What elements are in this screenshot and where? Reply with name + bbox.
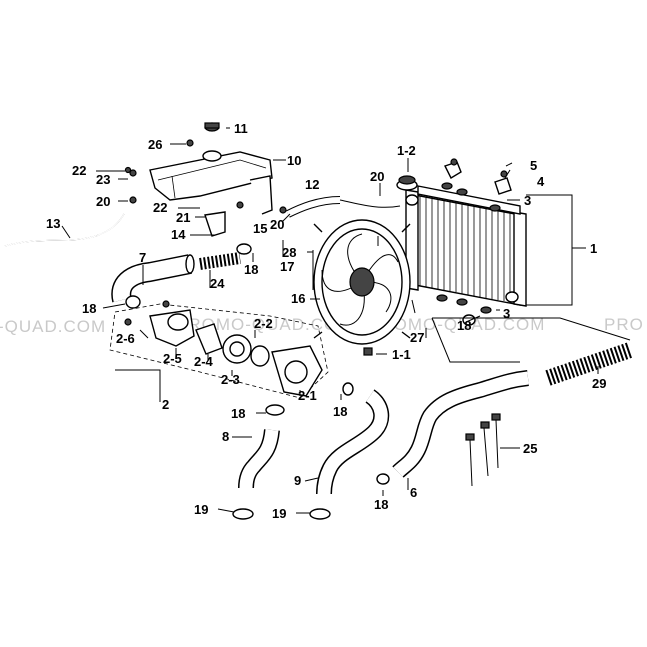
callout-15: 15: [253, 221, 267, 236]
callout-18-c: 18: [231, 406, 245, 421]
callout-labels: 1 1-1 1-2 2 2-1 2-2 2-3 2-4 2-5 2-6 3 3 …: [46, 121, 606, 521]
callout-16: 16: [291, 291, 305, 306]
radiator-cap: [396, 175, 418, 191]
callout-18-f: 18: [374, 497, 388, 512]
callout-4: 4: [537, 174, 545, 189]
callout-27: 27: [410, 330, 424, 345]
reservoir-bracket: [124, 139, 287, 237]
callout-20-c: 20: [370, 169, 384, 184]
callout-17: 17: [280, 259, 294, 274]
callout-23: 23: [96, 172, 110, 187]
hose-9: [316, 389, 390, 495]
radiator: [405, 185, 527, 307]
callout-1-1: 1-1: [392, 347, 411, 362]
callout-1: 1: [590, 241, 597, 256]
hose-sleeve-24: [199, 252, 241, 270]
callout-20-b: 20: [270, 217, 284, 232]
reservoir-cap: [204, 122, 220, 132]
callout-3-top: 3: [524, 193, 531, 208]
callout-7: 7: [139, 250, 146, 265]
watermark-left: -QUAD.COM: [0, 317, 106, 336]
hose-8: [238, 428, 280, 489]
radiator-brackets: [444, 158, 512, 195]
callout-12: 12: [305, 177, 319, 192]
reservoir-tank: [149, 150, 273, 201]
cooling-fan: [313, 219, 411, 345]
cable-ties: [465, 413, 501, 487]
callout-9: 9: [294, 473, 301, 488]
callout-2-1: 2-1: [298, 388, 317, 403]
callout-28: 28: [282, 245, 296, 260]
callout-19-a: 19: [194, 502, 208, 517]
callout-5: 5: [530, 158, 537, 173]
callout-2-4: 2-4: [194, 354, 214, 369]
hose-clamps: [125, 243, 476, 520]
callout-22-b: 22: [153, 200, 167, 215]
callout-19-b: 19: [272, 506, 286, 521]
callout-10: 10: [287, 153, 301, 168]
callout-3-bottom: 3: [503, 306, 510, 321]
callout-25: 25: [523, 441, 537, 456]
callout-18-a: 18: [82, 301, 96, 316]
callout-1-2: 1-2: [397, 143, 416, 158]
watermark-center: PROMO-QUAD.COM: [176, 315, 353, 334]
callout-20-a: 20: [96, 194, 110, 209]
callout-11: 11: [234, 121, 248, 136]
nut-1-1: [363, 347, 373, 356]
upper-hose: [111, 254, 195, 303]
callout-2-5: 2-5: [163, 351, 182, 366]
breather-hose: [286, 196, 401, 218]
watermark-right: PROMO-QUAD.COM: [368, 315, 545, 334]
callout-6: 6: [410, 485, 417, 500]
callout-18-d: 18: [333, 404, 347, 419]
callout-26: 26: [148, 137, 162, 152]
callout-2-6: 2-6: [116, 331, 135, 346]
callout-29: 29: [592, 376, 606, 391]
leader-lines: [61, 127, 631, 514]
callout-18-b: 18: [244, 262, 258, 277]
callout-2-3: 2-3: [221, 372, 240, 387]
callout-18-e: 18: [457, 318, 471, 333]
callout-14: 14: [171, 227, 186, 242]
callout-22-a: 22: [72, 163, 86, 178]
callout-8: 8: [222, 429, 229, 444]
hose-sleeve-29: [545, 342, 633, 386]
callout-24: 24: [210, 276, 225, 291]
watermark: -QUAD.COM PROMO-QUAD.COM PROMO-QUAD.COM …: [0, 315, 644, 336]
radiator-mounts: [436, 182, 501, 314]
callout-13: 13: [46, 216, 60, 231]
callout-2: 2: [162, 397, 169, 412]
thermostat-assembly: [109, 300, 329, 399]
watermark-far-right: PRO: [604, 315, 644, 334]
callout-2-2: 2-2: [254, 316, 273, 331]
callout-21: 21: [176, 210, 190, 225]
hose-6: [392, 370, 529, 478]
